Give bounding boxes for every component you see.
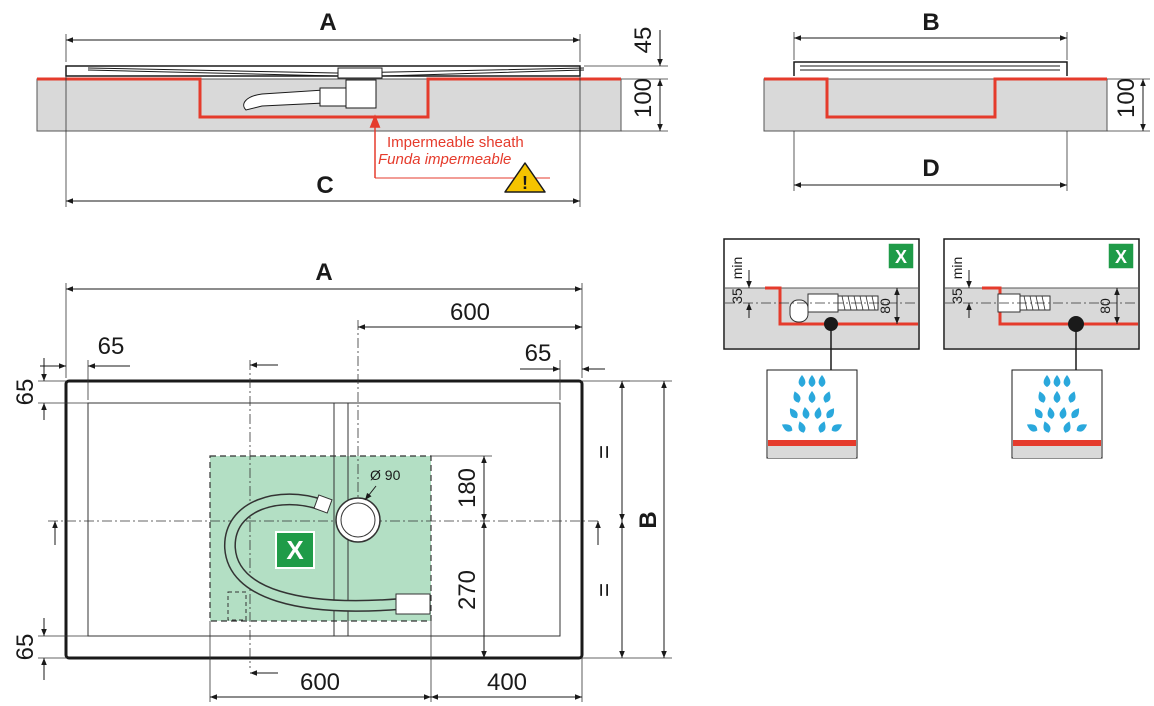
dim-270: 270 [454, 570, 481, 610]
dim-45: 45 [630, 27, 657, 54]
water-drop [802, 407, 810, 419]
dim-600-bottom: 600 [300, 669, 340, 696]
sheath-label-es: Funda impermeable [378, 151, 511, 168]
svg-text:X: X [895, 247, 907, 267]
water-drop [789, 408, 798, 419]
water-drop [798, 421, 806, 433]
water-drop [1059, 407, 1067, 419]
water-drop [1076, 424, 1088, 432]
water-drop [1043, 421, 1051, 433]
water-drop [831, 424, 843, 432]
water-drop [808, 375, 816, 387]
svg-text:X: X [286, 535, 304, 565]
water-drops-icon-1 [781, 375, 843, 433]
detail-panel-1: 35 min 80 X [723, 238, 920, 459]
water-drop [1071, 408, 1080, 419]
dim-label-d: D [922, 155, 939, 182]
plan-label-a: A [315, 259, 332, 286]
detail2-min: min [949, 257, 965, 280]
impermeable-sheath-short [764, 77, 1107, 119]
water-drop [1026, 424, 1038, 432]
dim-600-top: 600 [450, 299, 490, 326]
water-drop [1043, 375, 1051, 387]
water-drop [1053, 375, 1061, 387]
detail2-dim-80: 80 [1097, 298, 1113, 314]
dim-180: 180 [454, 468, 481, 508]
tray-outline [64, 379, 584, 660]
water-drop [818, 375, 826, 387]
plan-view: Ø 90 X A 600 65 65 65 [12, 259, 672, 702]
section-short-view: B D 100 [763, 9, 1150, 191]
plan-label-b: B [635, 511, 662, 528]
sheath-label-en: Impermeable sheath [387, 134, 524, 151]
water-drop [1034, 408, 1043, 419]
drain-zone [209, 455, 432, 622]
water-drop [1038, 391, 1046, 403]
equal-lower: = [591, 583, 618, 597]
detail1-dim-80: 80 [877, 298, 893, 314]
detail-panel-2: 35 min 80 X [943, 238, 1140, 459]
water-drop [808, 391, 816, 403]
shower-tray-profile-short [793, 61, 1068, 76]
section-long-view: A C 45 100 Impermeable sheath Funda impe… [36, 9, 668, 207]
water-drop [793, 391, 801, 403]
water-drops-icon-2 [1026, 375, 1088, 433]
drain-outlet [335, 497, 381, 543]
water-drop [1063, 421, 1071, 433]
water-drop [1063, 375, 1071, 387]
dim-label-c: C [316, 172, 333, 199]
dim-label-b-section: B [922, 9, 939, 36]
water-drop [781, 424, 793, 432]
detail2-dim-35: 35 [949, 288, 965, 304]
water-drop [798, 375, 806, 387]
dim-65-right: 65 [525, 340, 552, 367]
water-drop [823, 391, 831, 403]
dim-65-bottom: 65 [12, 634, 39, 661]
tray-inner-outline [87, 402, 561, 637]
water-drop [814, 407, 822, 419]
dim-label-a: A [319, 9, 336, 36]
impermeable-sheath [37, 77, 621, 119]
badge-x-detail-2: X [1107, 242, 1135, 270]
dim-65-top: 65 [12, 379, 39, 406]
water-drop [818, 421, 826, 433]
water-drop [1068, 391, 1076, 403]
water-drop [826, 408, 835, 419]
badge-x-detail-1: X [887, 242, 915, 270]
badge-x-plan: X [275, 531, 315, 569]
dim-100-long: 100 [630, 78, 657, 118]
detail1-dim-35: 35 [729, 288, 745, 304]
detail1-min: min [729, 257, 745, 280]
dim-100-short: 100 [1113, 78, 1140, 118]
diameter-label: Ø 90 [370, 467, 401, 483]
warning-triangle-icon: ! [504, 162, 546, 193]
floor-slab-short [763, 78, 1108, 132]
svg-text:!: ! [522, 173, 528, 193]
equal-upper: = [591, 445, 618, 459]
dim-65-left: 65 [98, 333, 125, 360]
svg-text:X: X [1115, 247, 1127, 267]
water-drop [1053, 391, 1061, 403]
dim-400-bottom: 400 [487, 669, 527, 696]
water-drop [1047, 407, 1055, 419]
